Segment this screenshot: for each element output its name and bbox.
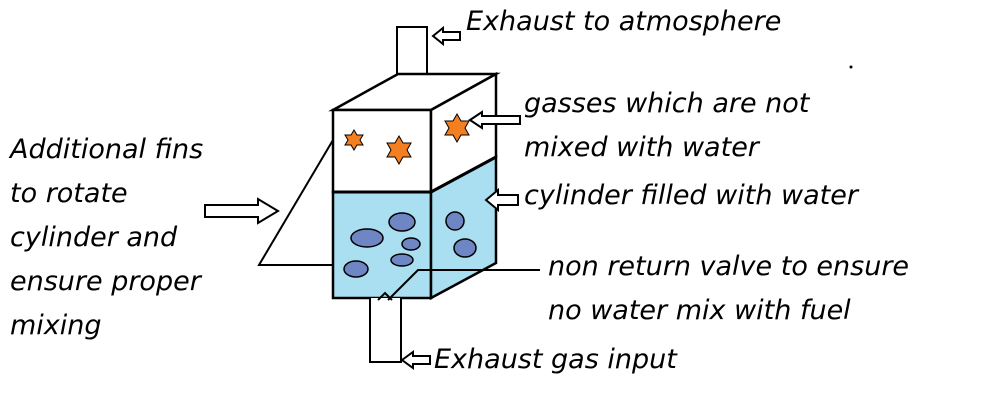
bubble (453, 238, 477, 258)
bubble (388, 212, 416, 232)
label-fins-line-4: ensure proper (10, 266, 201, 297)
exhaust-in-arrow (400, 350, 431, 370)
bubble (401, 237, 421, 251)
label-gasses-line-1: gasses which are not (524, 88, 810, 119)
valve-pointer-line (387, 269, 540, 301)
label-fins-line-1: Additional fins (10, 134, 204, 165)
stray-dot (849, 65, 853, 69)
label-fins-line-2: to rotate (10, 178, 128, 209)
label-fins-line-5: mixing (10, 310, 102, 341)
bubble (350, 228, 384, 248)
bubble (445, 211, 465, 231)
label-non-return-valve: non return valve to ensure no water mix … (548, 245, 909, 333)
gas-star (444, 112, 470, 144)
exhaust-out-arrow (431, 25, 461, 47)
label-gasses: gasses which are not mixed with water (524, 82, 809, 170)
label-exhaust-gas-input: Exhaust gas input (434, 344, 677, 375)
label-valve-line-1: non return valve to ensure (548, 251, 910, 282)
gas-stars (344, 112, 470, 166)
water-bubbles (343, 211, 477, 278)
cylinder-front-gas-section (331, 108, 433, 194)
water-surface-line-side (430, 155, 497, 194)
label-gasses-line-2: mixed with water (524, 132, 759, 163)
gas-star (344, 129, 364, 151)
label-valve-line-2: no water mix with fuel (548, 295, 851, 326)
label-exhaust-to-atmosphere: Exhaust to atmosphere (466, 6, 782, 37)
label-cylinder-filled: cylinder filled with water (524, 180, 858, 211)
gas-star (386, 134, 412, 166)
fins-arrow (204, 197, 280, 225)
bubble (343, 260, 369, 278)
label-additional-fins: Additional fins to rotate cylinder and e… (10, 128, 203, 348)
cylinder-arrow (484, 187, 519, 213)
bubble (390, 253, 414, 267)
fin-line (257, 139, 334, 266)
label-fins-line-3: cylinder and (10, 222, 178, 253)
gasses-arrow (468, 110, 521, 130)
